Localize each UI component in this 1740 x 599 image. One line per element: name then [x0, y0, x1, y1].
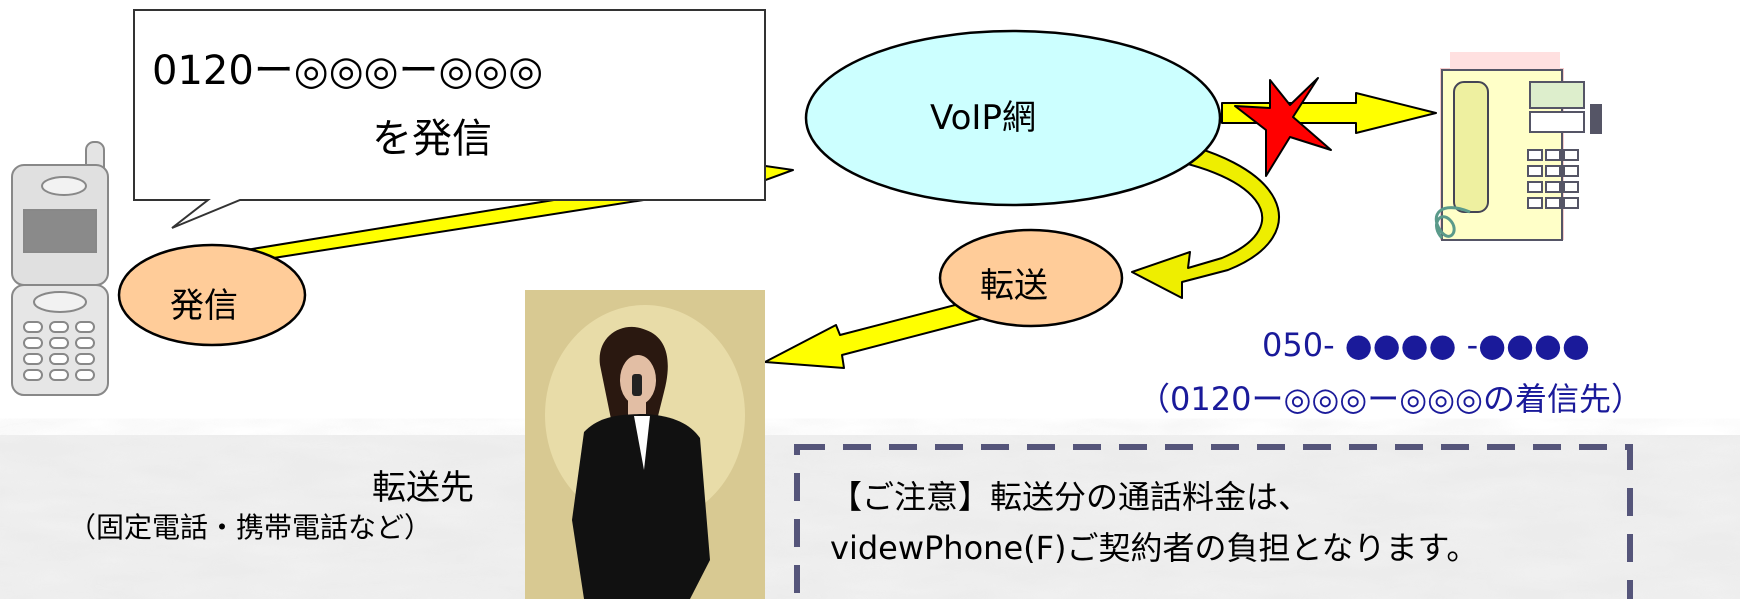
notice-text-line2: videwPhone(F)ご契約者の負担となります。: [830, 529, 1479, 567]
callout-number: 0120ー◎◎◎ー◎◎◎: [152, 48, 544, 94]
forward-label: 転送: [980, 266, 1048, 306]
destination-note: （0120ー◎◎◎ー◎◎◎の着信先）: [1138, 380, 1643, 418]
forward-target-label: 転送先: [372, 468, 474, 508]
woman-on-phone-illustration: [525, 290, 765, 599]
voip-ellipse: [804, 29, 1222, 207]
send-ellipse: [117, 243, 307, 347]
forward-target-note: （固定電話・携帯電話など）: [68, 511, 433, 544]
callout-bubble: [133, 9, 766, 229]
destination-number: 050- ●●●● -●●●●: [1262, 326, 1590, 364]
forward-curve-arrow: [1131, 136, 1280, 299]
desk-phone-icon: [1434, 52, 1602, 241]
send-label: 発信: [170, 286, 238, 326]
forward-ellipse: [938, 228, 1124, 328]
forward-arrow: [764, 297, 985, 369]
mobile-phone-icon: [11, 141, 109, 396]
callout-action: を発信: [372, 116, 492, 162]
notice-text-line1: 【ご注意】転送分の通話料金は、: [830, 478, 1311, 516]
voip-network-label: VoIP網: [930, 98, 1036, 138]
marble-background: [0, 435, 1740, 599]
blocked-cross-icon: [1234, 77, 1332, 177]
notice-box: [794, 444, 1633, 599]
